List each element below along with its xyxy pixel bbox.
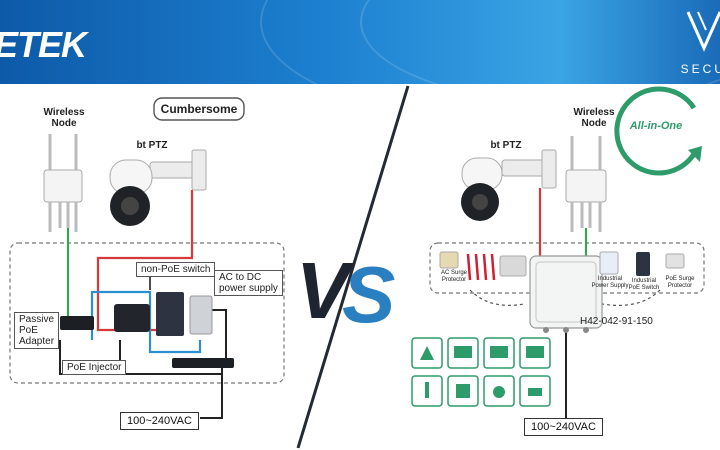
poe-surge-protector-device <box>665 253 685 269</box>
ethernet-port-icon <box>526 346 544 358</box>
dashed-arrow-left <box>469 289 525 306</box>
industrial-poe-switch-device <box>636 252 650 276</box>
ac-dc-power-supply-device <box>189 295 213 335</box>
ac-surge-protector-label: AC Surge Protector <box>440 270 467 283</box>
ac-surge-protector-device <box>439 251 459 269</box>
warning-icon <box>420 346 434 360</box>
ethernet-port-icon <box>490 346 508 358</box>
all-in-one-label: All-in-One <box>629 120 683 132</box>
wireless-node-left <box>43 134 83 232</box>
black-wire-left-a <box>59 340 222 375</box>
cable-connectors-device <box>499 255 527 277</box>
dashed-arrow-right <box>601 289 661 306</box>
left-dashed-container <box>9 242 285 384</box>
model-number-label: H42-042-91-150 <box>580 316 653 327</box>
black-wire-left-c <box>200 360 223 419</box>
ptz-label-left: bt PTZ <box>136 140 168 151</box>
ac-dc-power-supply-label: AC to DC power supply <box>214 270 283 296</box>
chip-icon <box>456 384 470 398</box>
ptz-label-right: bt PTZ <box>490 140 522 151</box>
thermometer-icon <box>425 382 429 398</box>
cumbersome-label: Cumbersome <box>160 102 238 116</box>
voltage-label-right: 100~240VAC <box>524 418 603 436</box>
ptz-camera-left <box>109 149 207 226</box>
rack-device <box>172 358 234 368</box>
vs-v-glyph: V <box>296 246 355 335</box>
wireless-node-label-left: Wireless Node <box>43 107 85 129</box>
black-wire-left-d <box>210 309 227 360</box>
ptz-camera-right <box>461 149 557 221</box>
water-drop-icon <box>493 386 505 398</box>
poe-injector-label: PoE Injector <box>62 360 127 375</box>
industrial-poe-switch-label: Industrial PoE Switch <box>628 278 660 291</box>
passive-poe-adapter-label: Passive PoE Adapter <box>14 312 60 349</box>
right-dashed-component-box <box>429 242 705 294</box>
vs-s-glyph: S <box>342 250 395 339</box>
brand-v-logo-icon <box>686 11 720 52</box>
divider-line <box>296 85 410 449</box>
wireless-node-right <box>565 136 607 232</box>
poe-surge-protector-label: PoE Surge Protector <box>665 276 695 289</box>
feature-icon-grid <box>411 337 551 407</box>
brand-logo: ETEK <box>0 24 87 65</box>
battery-icon <box>528 388 542 396</box>
nonpoe-switch-device <box>156 292 184 336</box>
brand-right-text: SECU <box>680 62 720 76</box>
nonpoe-switch-label: non-PoE switch <box>136 262 216 277</box>
ethernet-port-icon <box>454 346 472 358</box>
passive-poe-adapter-device <box>60 316 94 330</box>
header-banner: ETEK SECU <box>0 0 720 84</box>
industrial-power-supply-device <box>599 251 619 275</box>
screwdriver-tools <box>466 253 496 281</box>
wireless-node-label-right: Wireless Node <box>573 107 615 129</box>
cumbersome-badge <box>153 97 245 121</box>
all-in-one-badge <box>614 86 702 176</box>
poe-injector-device <box>114 304 150 332</box>
all-in-one-enclosure <box>529 255 603 333</box>
industrial-power-supply-label: Industrial Power Supply <box>591 276 629 289</box>
voltage-label-left: 100~240VAC <box>120 412 199 430</box>
